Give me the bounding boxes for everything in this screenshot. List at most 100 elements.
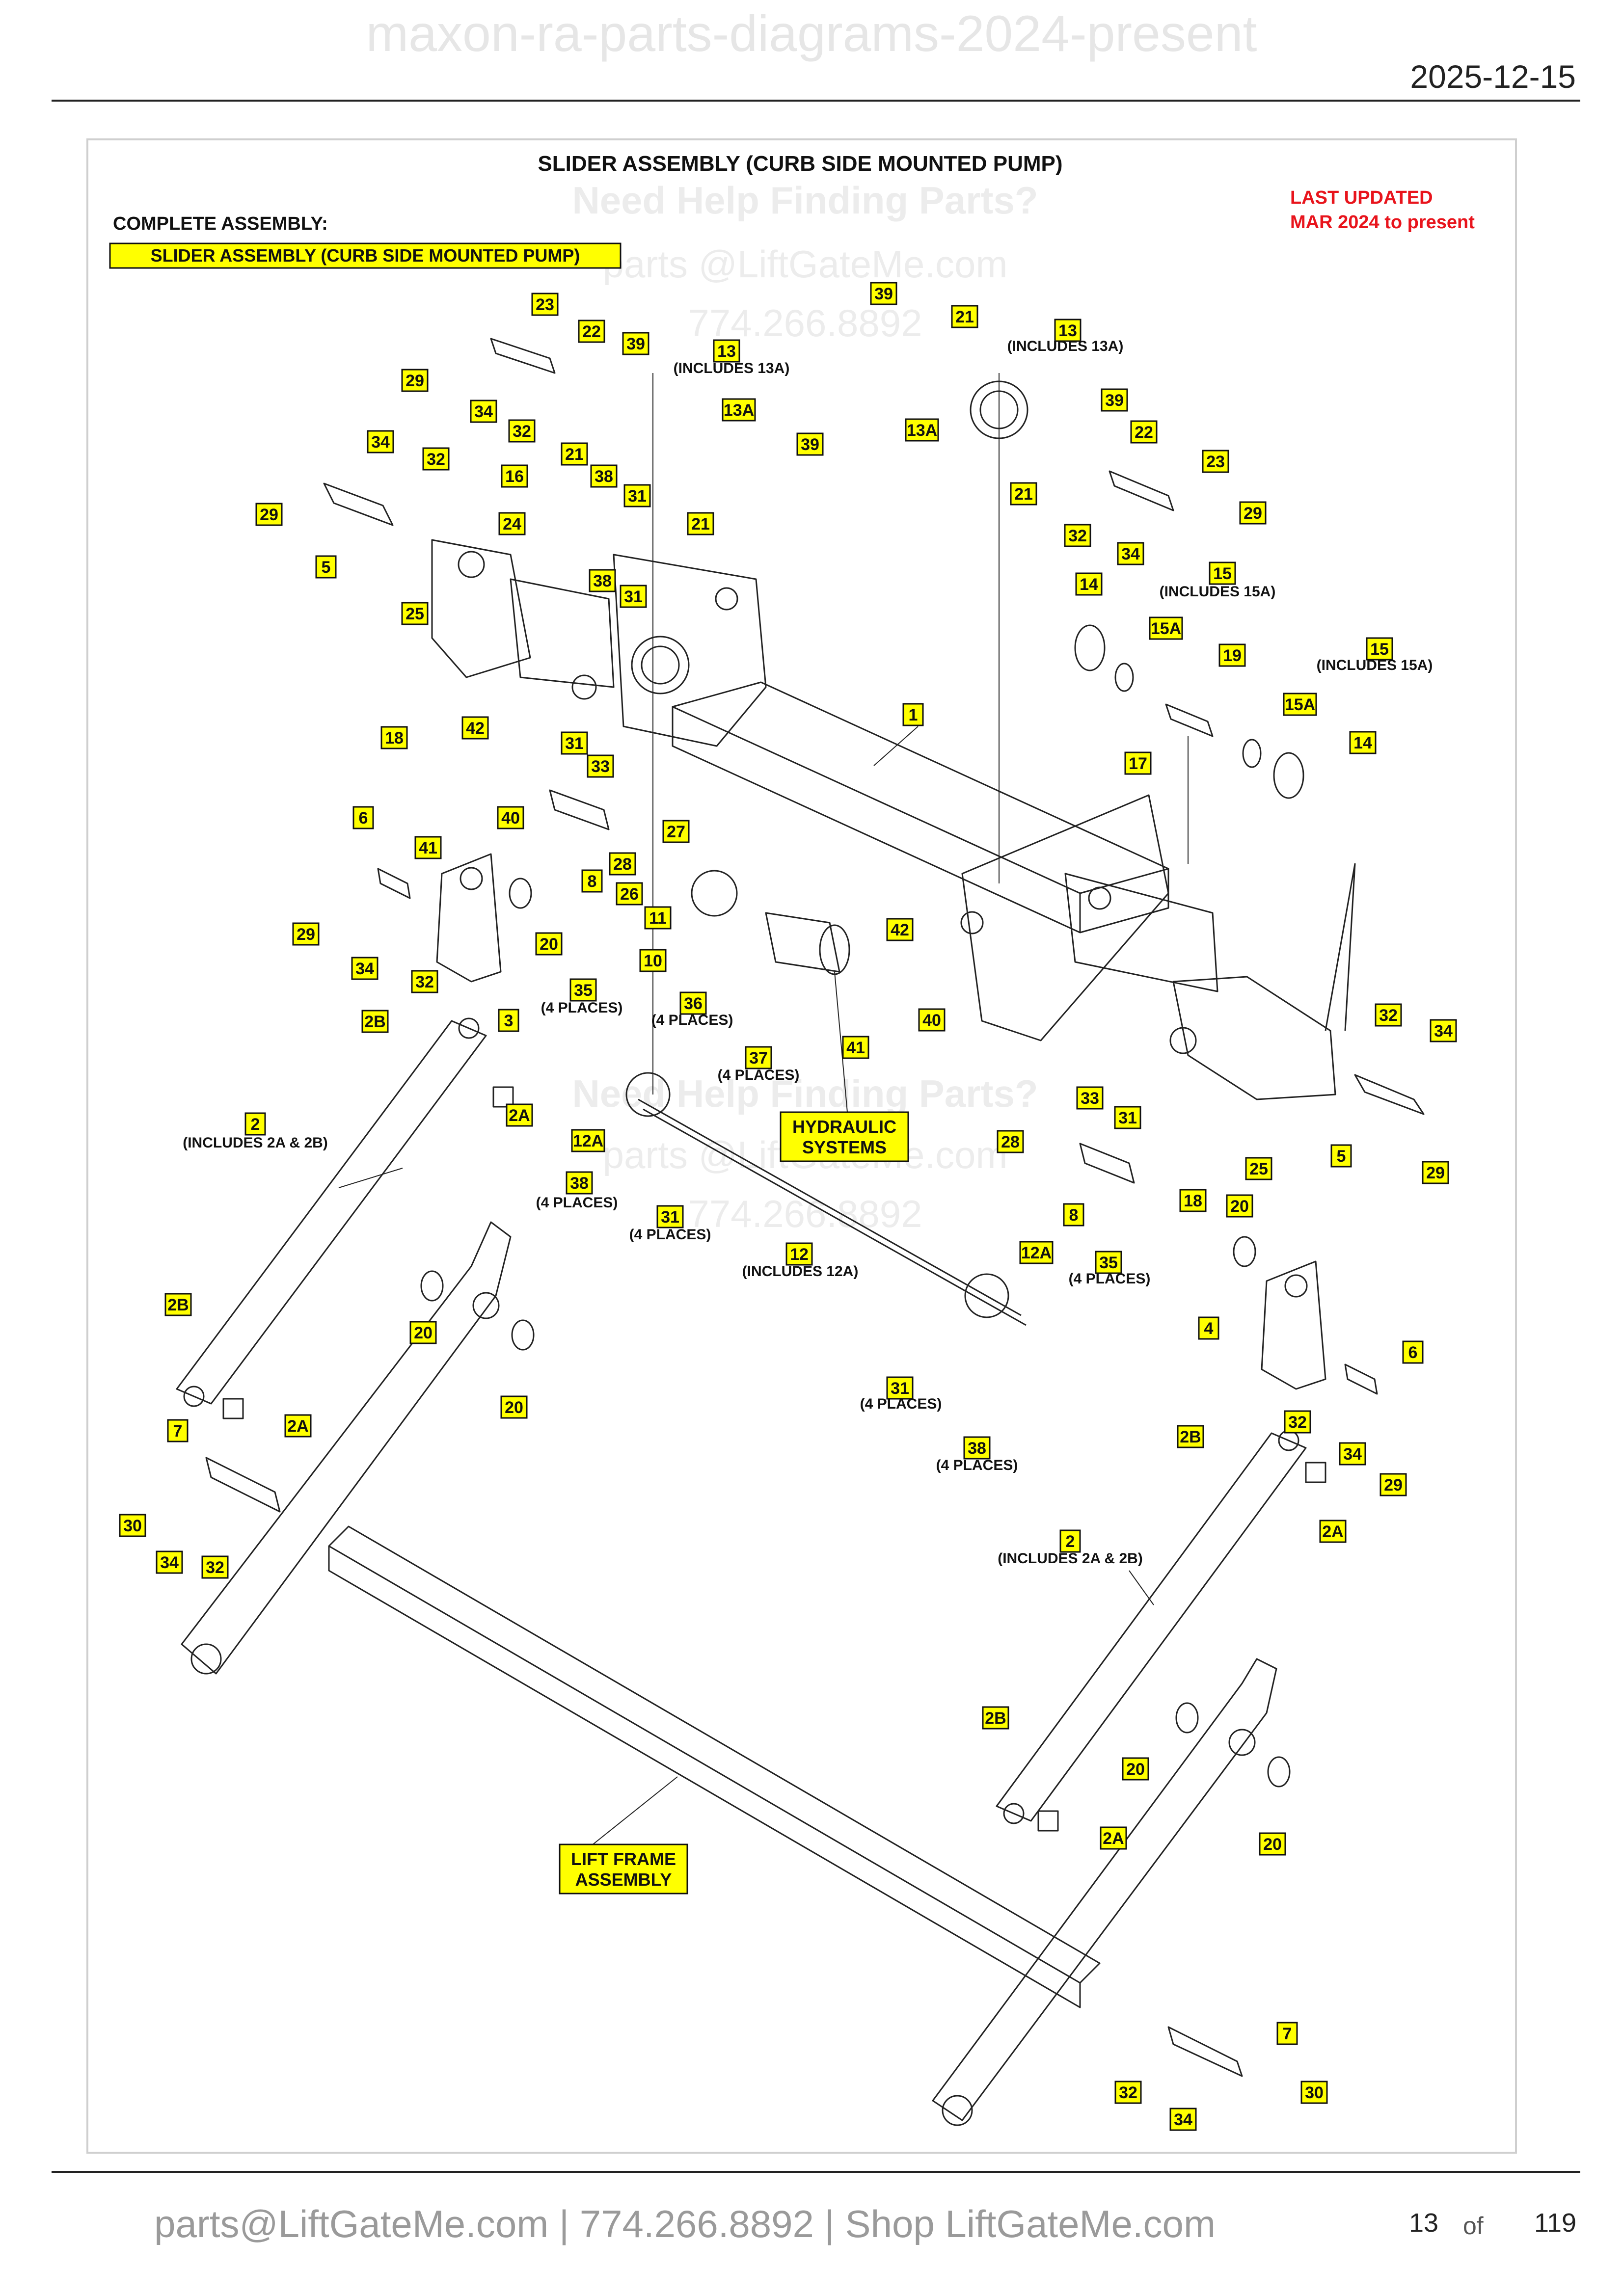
callout-box bbox=[164, 1293, 192, 1316]
callout-label: 8 bbox=[1069, 1206, 1079, 1225]
callout-box bbox=[1198, 1316, 1219, 1340]
lift-frame-assembly-line2: ASSEMBLY bbox=[575, 1869, 672, 1890]
callout-label: 39 bbox=[874, 285, 893, 303]
callout-box bbox=[497, 806, 524, 829]
callout-label: 32 bbox=[1288, 1413, 1307, 1432]
hydraulic-systems-line1: HYDRAULIC bbox=[792, 1117, 896, 1137]
callout-label: 15A bbox=[1151, 619, 1181, 638]
leader-lines bbox=[338, 373, 1189, 1856]
callout-label: 30 bbox=[1305, 2083, 1324, 2102]
callout-box bbox=[1330, 1144, 1352, 1168]
callout-label: 10 bbox=[644, 952, 662, 970]
note-4-places-37: (4 PLACES) bbox=[718, 1067, 800, 1083]
callout-label: 31 bbox=[661, 1208, 679, 1227]
callout-box bbox=[461, 716, 489, 740]
callout-box bbox=[201, 1555, 229, 1579]
callout-label: 39 bbox=[626, 335, 645, 353]
callout-label: 34 bbox=[160, 1553, 179, 1572]
callout-box bbox=[1019, 1241, 1054, 1264]
callout-box bbox=[561, 731, 588, 755]
callout-box bbox=[1218, 643, 1246, 667]
pin-7-left bbox=[205, 1457, 281, 1513]
callout-label: 12A bbox=[573, 1132, 603, 1150]
bearing-15-lower bbox=[1273, 752, 1304, 799]
callout-box bbox=[401, 602, 429, 625]
shaft-17 bbox=[1165, 703, 1214, 737]
link-2-left bbox=[176, 1020, 487, 1405]
callout-label: 21 bbox=[1014, 485, 1033, 504]
bearing-15a-lower bbox=[1242, 739, 1262, 768]
callout-box bbox=[1100, 1826, 1127, 1850]
callout-box bbox=[1402, 1340, 1424, 1364]
washer-20-b bbox=[420, 1270, 444, 1302]
lift-frame-assembly-box bbox=[559, 1843, 688, 1895]
callout-box bbox=[796, 432, 824, 456]
callout-label: 18 bbox=[385, 729, 404, 748]
callout-box bbox=[963, 1436, 991, 1460]
complete-assembly-label: COMPLETE ASSEMBLY: bbox=[113, 214, 328, 234]
callout-box bbox=[1114, 2081, 1142, 2104]
page-of: of bbox=[1463, 2212, 1484, 2240]
callout-box bbox=[167, 1419, 189, 1442]
callout-box bbox=[905, 418, 939, 442]
callout-box bbox=[1076, 1086, 1104, 1110]
callout-label: 21 bbox=[565, 445, 584, 464]
callout-box bbox=[997, 1130, 1024, 1153]
callout-box bbox=[745, 1046, 772, 1069]
callout-label: 12 bbox=[790, 1245, 809, 1264]
callout-box bbox=[156, 1550, 183, 1574]
callout-box bbox=[590, 464, 618, 488]
callout-box bbox=[411, 970, 438, 993]
callout-label: 40 bbox=[922, 1011, 941, 1030]
callout-label: 36 bbox=[684, 994, 703, 1013]
callout-box bbox=[1114, 1106, 1141, 1129]
note-4-places-38b: (4 PLACES) bbox=[936, 1457, 1018, 1473]
callout-box bbox=[1284, 1410, 1311, 1434]
callout-box bbox=[1177, 1425, 1204, 1448]
callout-label: 34 bbox=[1343, 1445, 1362, 1464]
line-art bbox=[176, 338, 1425, 2126]
callout-box bbox=[401, 369, 429, 392]
gear-12a-left bbox=[625, 1072, 671, 1117]
note-4-places-35: (4 PLACES) bbox=[541, 1000, 623, 1016]
gear-13-left-hub bbox=[641, 645, 680, 685]
callout-box bbox=[713, 339, 740, 363]
pin-7-right bbox=[1167, 2026, 1243, 2077]
callout-label: 23 bbox=[536, 295, 554, 314]
callout-label: 40 bbox=[501, 809, 520, 828]
callout-label: 29 bbox=[1426, 1164, 1445, 1182]
callout-box bbox=[886, 1376, 914, 1400]
callout-label: 38 bbox=[968, 1439, 986, 1458]
callout-label: 32 bbox=[1379, 1006, 1398, 1025]
note-4-places-38: (4 PLACES) bbox=[536, 1195, 618, 1211]
callout-label: 15 bbox=[1370, 640, 1389, 659]
callout-box bbox=[622, 332, 649, 355]
callout-label: 29 bbox=[260, 506, 278, 524]
pin-5-right bbox=[1354, 1074, 1425, 1115]
callout-box bbox=[886, 918, 914, 941]
callout-box bbox=[1375, 1003, 1402, 1027]
note-includes-15a-upper: (INCLUDES 15A) bbox=[1160, 584, 1276, 600]
callout-box bbox=[982, 1706, 1009, 1730]
callout-label: 4 bbox=[1204, 1319, 1214, 1338]
callout-label: 20 bbox=[1230, 1197, 1249, 1216]
callout-label: 20 bbox=[414, 1324, 433, 1342]
callout-label: 13 bbox=[1058, 321, 1077, 340]
lift-frame-assembly-line1: LIFT FRAME bbox=[571, 1849, 676, 1869]
footer-contact: parts@LiftGateMe.com | 774.266.8892 | Sh… bbox=[154, 2202, 1216, 2245]
callout-box bbox=[656, 1205, 684, 1228]
document-watermark: maxon-ra-parts-diagrams-2024-present bbox=[366, 5, 1257, 62]
callout-label: 30 bbox=[123, 1517, 142, 1535]
callout-label: 5 bbox=[322, 558, 331, 577]
right-pivot-block bbox=[1172, 976, 1336, 1100]
callout-label: 15A bbox=[1285, 695, 1315, 714]
callout-label: 32 bbox=[206, 1558, 224, 1577]
drive-shaft-edge bbox=[643, 1108, 1027, 1326]
callout-box bbox=[620, 585, 647, 608]
callout-box bbox=[842, 1036, 869, 1059]
bearing-15a-upper bbox=[1114, 663, 1134, 692]
callout-box bbox=[1283, 693, 1317, 716]
callout-box bbox=[1276, 2022, 1298, 2045]
diagram-title: SLIDER ASSEMBLY (CURB SIDE MOUNTED PUMP) bbox=[538, 152, 1062, 176]
